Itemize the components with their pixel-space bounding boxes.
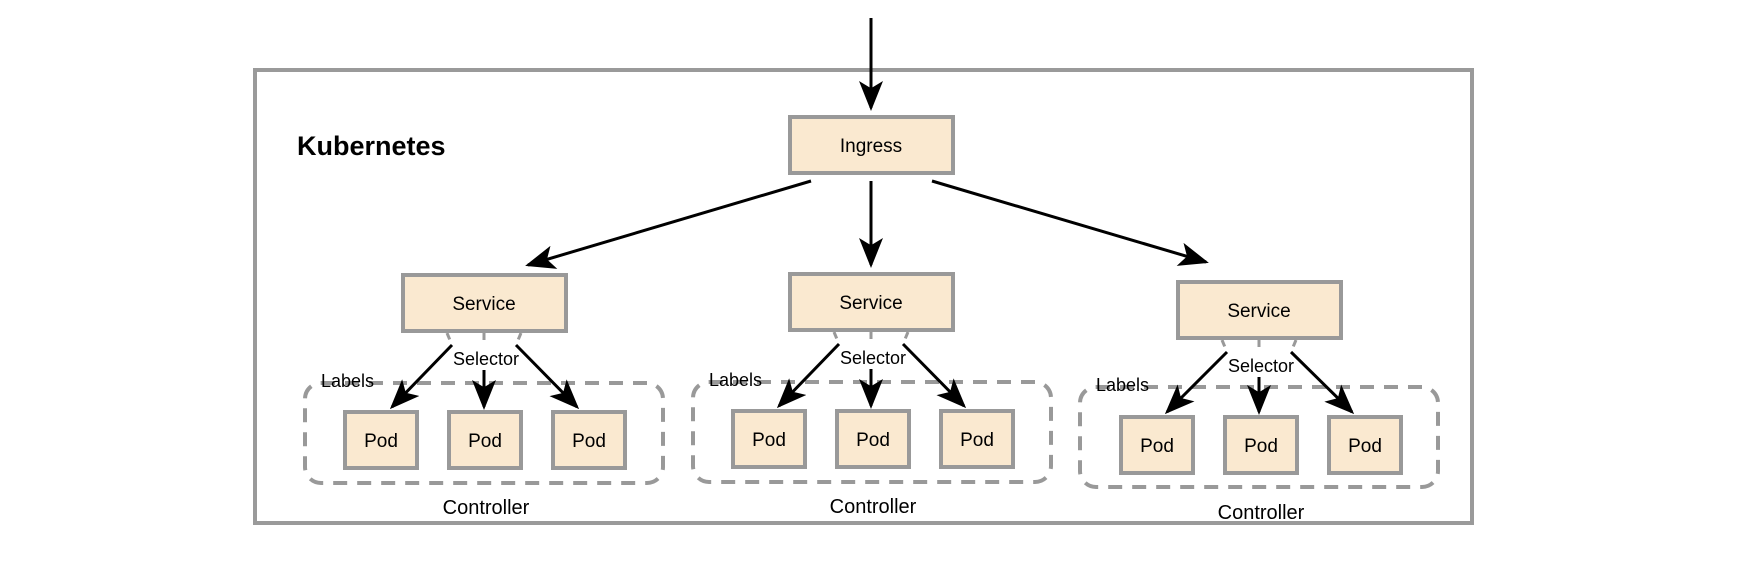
- labels-label-1: Labels: [321, 371, 374, 391]
- selector-stub-1c: [514, 332, 523, 346]
- service-node-1[interactable]: Service: [401, 273, 568, 333]
- selector-stub-2c: [901, 331, 910, 345]
- ingress-label: Ingress: [840, 136, 902, 157]
- service-box-2[interactable]: [788, 272, 955, 332]
- pod-box-2-3[interactable]: [939, 409, 1015, 469]
- pod-box-2-2[interactable]: [835, 409, 911, 469]
- pod-label-2-2: Pod: [856, 430, 890, 451]
- service-group-2: Service Selector Labels Pod Pod Pod: [691, 272, 1053, 518]
- pod-node-3-1[interactable]: Pod: [1119, 415, 1195, 475]
- pod-node-2-2[interactable]: Pod: [835, 409, 911, 469]
- service-1-to-pod-3-arrow: [514, 343, 580, 410]
- service-3-to-pod-1-arrow: [1164, 350, 1229, 415]
- service-1-to-pod-1-arrow: [389, 343, 454, 410]
- pod-label-2-1: Pod: [752, 430, 786, 451]
- pod-label-3-2: Pod: [1244, 436, 1278, 457]
- selector-stub-2a: [832, 331, 841, 345]
- pod-node-2-3[interactable]: Pod: [939, 409, 1015, 469]
- selector-label-1: Selector: [453, 349, 519, 369]
- service-node-3[interactable]: Service: [1176, 280, 1343, 340]
- service-box-1[interactable]: [401, 273, 568, 333]
- controller-label-2: Controller: [830, 496, 917, 518]
- service-label-2: Service: [839, 293, 902, 314]
- selector-stub-3a: [1220, 339, 1229, 353]
- controller-label-1: Controller: [443, 497, 530, 519]
- ingress-node[interactable]: Ingress: [788, 115, 955, 175]
- cluster-title: Kubernetes: [297, 131, 446, 161]
- service-group-3: Service Selector Labels Pod Pod Pod: [1078, 280, 1440, 524]
- pod-node-1-3[interactable]: Pod: [551, 410, 627, 470]
- service-3-to-pod-3-arrow: [1289, 350, 1355, 415]
- ingress-box[interactable]: [788, 115, 955, 175]
- selector-stub-1a: [445, 332, 454, 346]
- pod-box-1-1[interactable]: [343, 410, 419, 470]
- selector-label-3: Selector: [1228, 356, 1294, 376]
- pod-label-2-3: Pod: [960, 430, 994, 451]
- pod-box-1-3[interactable]: [551, 410, 627, 470]
- pod-label-3-1: Pod: [1140, 436, 1174, 457]
- selector-label-2: Selector: [840, 348, 906, 368]
- controller-boundary-1: [303, 381, 665, 485]
- service-2-to-pod-3-arrow: [901, 342, 967, 409]
- pod-box-1-2[interactable]: [447, 410, 523, 470]
- controller-label-3: Controller: [1218, 502, 1305, 524]
- pod-node-1-2[interactable]: Pod: [447, 410, 523, 470]
- pod-node-2-1[interactable]: Pod: [731, 409, 807, 469]
- pod-node-3-2[interactable]: Pod: [1223, 415, 1299, 475]
- labels-label-2: Labels: [709, 370, 762, 390]
- ingress-to-service-3-arrow: [931, 179, 1209, 266]
- labels-label-3: Labels: [1096, 375, 1149, 395]
- pod-label-1-1: Pod: [364, 431, 398, 452]
- kubernetes-cluster-boundary: [253, 68, 1474, 525]
- selector-stub-3c: [1289, 339, 1298, 353]
- service-2-to-pod-1-arrow: [776, 342, 841, 409]
- pod-node-1-1[interactable]: Pod: [343, 410, 419, 470]
- pod-box-3-2[interactable]: [1223, 415, 1299, 475]
- service-label-3: Service: [1227, 301, 1290, 322]
- service-box-3[interactable]: [1176, 280, 1343, 340]
- pod-label-1-3: Pod: [572, 431, 606, 452]
- pod-box-2-1[interactable]: [731, 409, 807, 469]
- pod-label-1-2: Pod: [468, 431, 502, 452]
- pod-box-3-3[interactable]: [1327, 415, 1403, 475]
- pod-node-3-3[interactable]: Pod: [1327, 415, 1403, 475]
- ingress-to-service-1-arrow: [525, 179, 812, 269]
- controller-boundary-3: [1078, 385, 1440, 489]
- service-group-1: Service Selector Labels Pod Pod: [303, 273, 665, 519]
- controller-boundary-2: [691, 380, 1053, 484]
- pod-box-3-1[interactable]: [1119, 415, 1195, 475]
- service-label-1: Service: [452, 294, 515, 315]
- pod-label-3-3: Pod: [1348, 436, 1382, 457]
- service-node-2[interactable]: Service: [788, 272, 955, 332]
